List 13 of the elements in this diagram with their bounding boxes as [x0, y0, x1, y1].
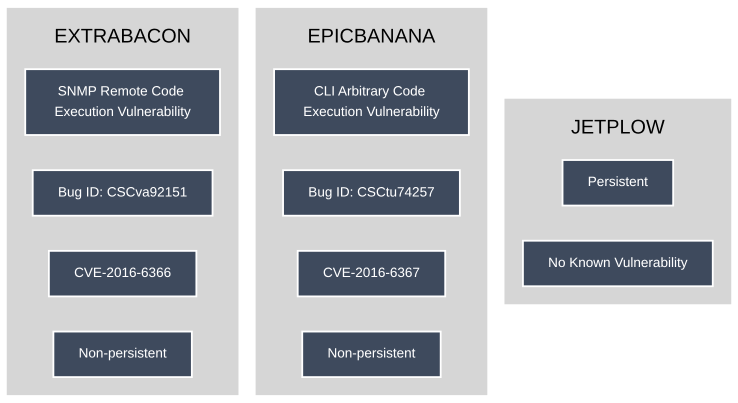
- node-box: [282, 169, 461, 217]
- node-box: [522, 240, 714, 288]
- node-box: [48, 250, 198, 298]
- node-box: [296, 250, 446, 298]
- node-box: [301, 330, 442, 378]
- cluster: [256, 8, 488, 396]
- cluster: [504, 98, 732, 304]
- node-box: [273, 68, 470, 136]
- node-box: [562, 159, 674, 206]
- node-box: [24, 68, 221, 136]
- node-box: [32, 169, 214, 217]
- node-box: [52, 330, 193, 378]
- cluster: [6, 8, 238, 396]
